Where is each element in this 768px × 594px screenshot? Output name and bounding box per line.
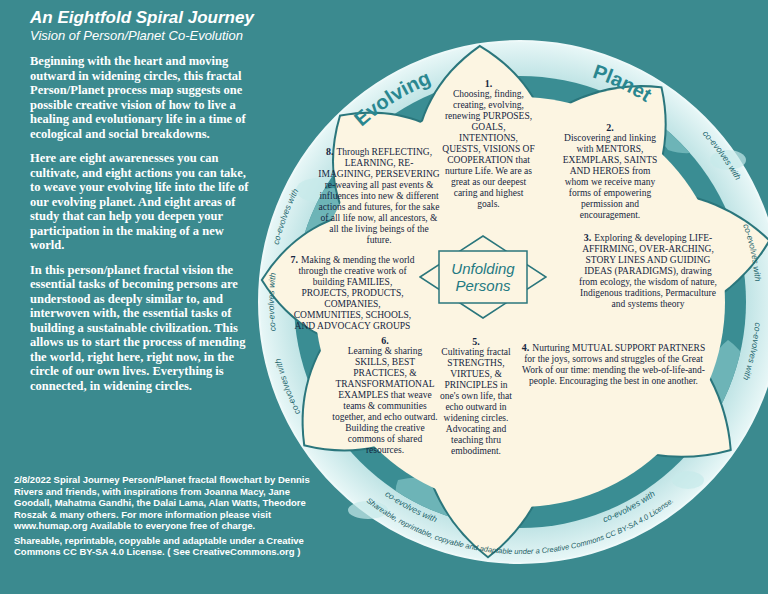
step-number: 5. [440, 336, 512, 347]
step-text: Exploring & developing LIFE-AFFIRMING, O… [579, 233, 717, 309]
intro-paragraph: Beginning with the heart and moving outw… [30, 54, 256, 141]
intro-column: An Eightfold Spiral JourneyVision of Per… [30, 8, 256, 393]
step-number: 1. [442, 78, 535, 89]
license-arc: Shareable, reprintable, copyable and ada… [365, 496, 675, 556]
petal-node: 1.Choosing, finding, creating, evolving,… [442, 78, 535, 210]
step-text: Choosing, finding, creating, evolving, r… [442, 89, 534, 209]
co-evolves-label: co-evolves with [271, 187, 301, 246]
step-number: 8. [326, 146, 334, 157]
planet-word: Evolving [350, 66, 434, 130]
intro-paragraph: Here are eight awarenesses you can culti… [30, 151, 256, 253]
credits-block: 2/8/2022 Spiral Journey Person/Planet fr… [14, 474, 314, 561]
step-number: 3. [584, 232, 592, 243]
step-text: Cultivating fractal STRENGTHS, VIRTUES, … [440, 347, 512, 456]
step-number: 2. [560, 122, 660, 133]
petal-node: 7.Making & mending the world through the… [290, 254, 415, 332]
globe-node: Evolving Planet co-evolves with co-evolves … [258, 40, 768, 564]
co-evolves-label: co-evolves with [273, 358, 302, 417]
co-evolves-label: co-evolves with [701, 128, 744, 182]
center-star-node: Unfolding Persons [419, 235, 547, 319]
petal-node: 8.Through REFLECTING, LEARNING, RE-IMAGI… [318, 146, 440, 246]
step-number: 6. [330, 335, 440, 346]
petal-node: 5.Cultivating fractal STRENGTHS, VIRTUES… [440, 336, 512, 457]
license-note: Shareable, reprintable, copyable and ada… [14, 535, 314, 558]
step-text: Nurturing MUTUAL SUPPORT PARTNERS for th… [522, 343, 705, 386]
step-text: Through REFLECTING, LEARNING, RE-IMAGINI… [318, 147, 439, 245]
credits-caption: 2/8/2022 Spiral Journey Person/Planet fr… [14, 474, 314, 532]
co-evolves-label: co-evolves with [741, 222, 763, 282]
petal-node: 2.Discovering and linking with MENTORS, … [560, 122, 660, 221]
center-title: Unfolding Persons [447, 260, 519, 294]
petal-node: 3.Exploring & developing LIFE-AFFIRMING,… [578, 232, 718, 310]
planet-word: Planet [590, 60, 655, 106]
intro-paragraph: In this person/planet fractal vision the… [30, 263, 256, 394]
petal-node: 4.Nurturing MUTUAL SUPPORT PARTNERS for … [516, 342, 711, 387]
co-evolves-label: co-evolves with [741, 322, 763, 382]
diagram-title: An Eightfold Spiral Journey [30, 8, 256, 28]
step-number: 7. [291, 254, 299, 265]
step-text: Discovering and linking with MENTORS, EX… [563, 133, 658, 220]
petal-node: 6.Learning & sharing SKILLS, BEST PRACTI… [330, 335, 440, 456]
step-number: 4. [522, 342, 530, 353]
step-text: Making & mending the world through the c… [294, 255, 415, 331]
co-evolves-label: co-evolves with [266, 272, 278, 332]
step-text: Learning & sharing SKILLS, BEST PRACTICE… [332, 346, 437, 455]
subtitle: Vision of Person/Planet Co-Evolution [30, 28, 256, 44]
